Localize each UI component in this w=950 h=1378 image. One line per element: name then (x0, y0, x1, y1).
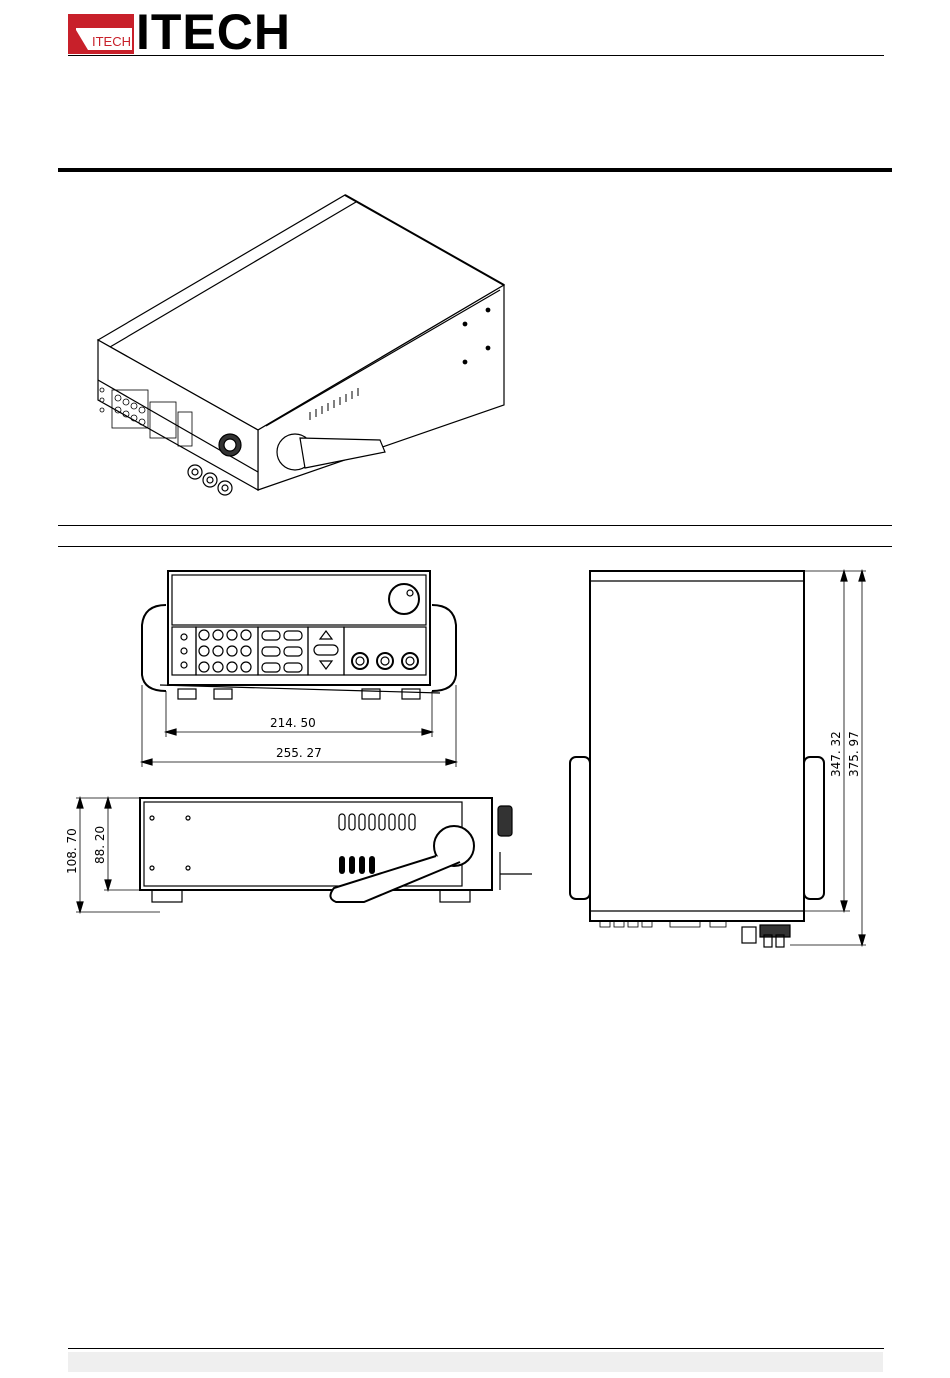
header-rule (68, 55, 884, 56)
section-rule-thick (58, 168, 892, 172)
side-outer-height-label: 108. 70 (65, 828, 79, 874)
isometric-product-drawing (90, 190, 520, 510)
footer-bar (68, 1352, 883, 1372)
footer-rule (68, 1348, 884, 1349)
brand-logo-word: ITECH (136, 4, 291, 60)
front-outer-width-label: 255. 27 (276, 746, 322, 760)
top-inner-depth-label: 347. 32 (829, 731, 843, 777)
front-inner-width-label: 214. 50 (270, 716, 316, 730)
section-rule-bottom (58, 546, 892, 547)
side-view-drawing: 108. 70 88. 20 (60, 790, 540, 920)
logo-small-text: ITECH (92, 34, 131, 49)
front-view-drawing: 214. 50 255. 27 (130, 565, 470, 775)
side-inner-height-label: 88. 20 (93, 826, 107, 864)
top-outer-depth-label: 375. 97 (847, 731, 861, 777)
top-view-drawing: 347. 32 375. 97 (560, 565, 880, 955)
brand-logo-mark: ITECH (68, 14, 134, 54)
section-rule-top (58, 525, 892, 526)
